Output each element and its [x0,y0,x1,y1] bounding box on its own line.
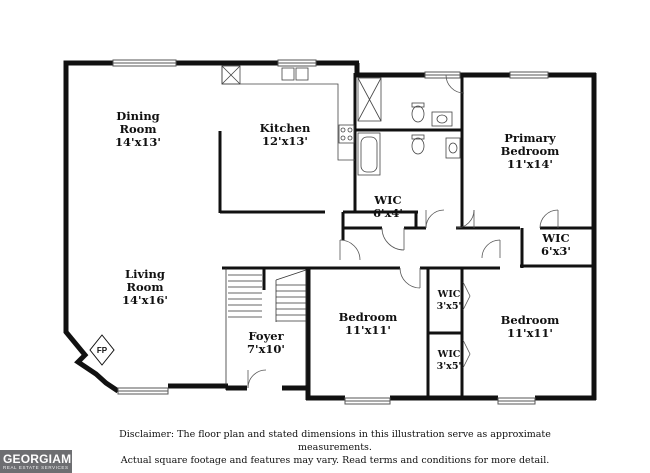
disclaimer-line-2: Actual square footage and features may v… [120,455,550,466]
wic-middle-lower-name: WIC [437,349,461,360]
wic-primary-size: 6'x3' [541,244,571,258]
primary-bedroom-name-1: Primary [504,131,556,145]
room-labels: Dining Room 14'x13' Kitchen 12'x13' Livi… [115,109,571,372]
doors [247,74,559,389]
primary-bedroom-size: 11'x14' [507,157,553,171]
primary-bedroom-name-2: Bedroom [501,144,560,158]
windows [112,59,549,405]
living-room-size: 14'x16' [122,293,168,307]
exterior-walls [63,60,597,401]
wic-hall-name: WIC [373,193,401,207]
bathroom-fixtures [357,77,461,176]
wic-hall-size: 6'x4' [373,206,403,220]
foyer-name: Foyer [248,329,284,343]
wic-primary-name: WIC [541,231,569,245]
georgia-mls-logo: GEORGIAMLS REAL ESTATE SERVICES [0,450,87,473]
bedroom-middle-name: Bedroom [339,310,398,324]
bedroom-right-size: 11'x11' [507,326,553,340]
living-room-name-1: Living [125,267,165,281]
bedroom-right-name: Bedroom [501,313,560,327]
fireplace-label: FP [97,346,108,355]
disclaimer: Disclaimer: The floor plan and stated di… [90,428,580,467]
fireplace: FP [89,334,115,366]
kitchen-size: 12'x13' [262,134,308,148]
dining-room-name-2: Room [119,122,156,136]
foyer-size: 7'x10' [247,342,285,356]
bedroom-middle-size: 11'x11' [345,323,391,337]
floor-plan: FP Dining Room 14'x13' Kitchen 12'x13' L… [63,59,597,405]
logo-main-text: GEORGIAMLS [3,452,88,466]
interior-walls [218,73,594,398]
wic-middle-upper-name: WIC [437,289,461,300]
wic-middle-lower-size: 3'x5' [437,361,462,372]
stairs [225,268,307,385]
living-room-name-2: Room [126,280,163,294]
logo-sub-text: REAL ESTATE SERVICES [3,465,69,470]
disclaimer-line-1: Disclaimer: The floor plan and stated di… [119,429,551,453]
kitchen-fixtures [221,65,355,161]
dining-room-size: 14'x13' [115,135,161,149]
dining-room-name-1: Dining [116,109,159,123]
wic-middle-upper-size: 3'x5' [437,301,462,312]
kitchen-name: Kitchen [260,121,311,135]
